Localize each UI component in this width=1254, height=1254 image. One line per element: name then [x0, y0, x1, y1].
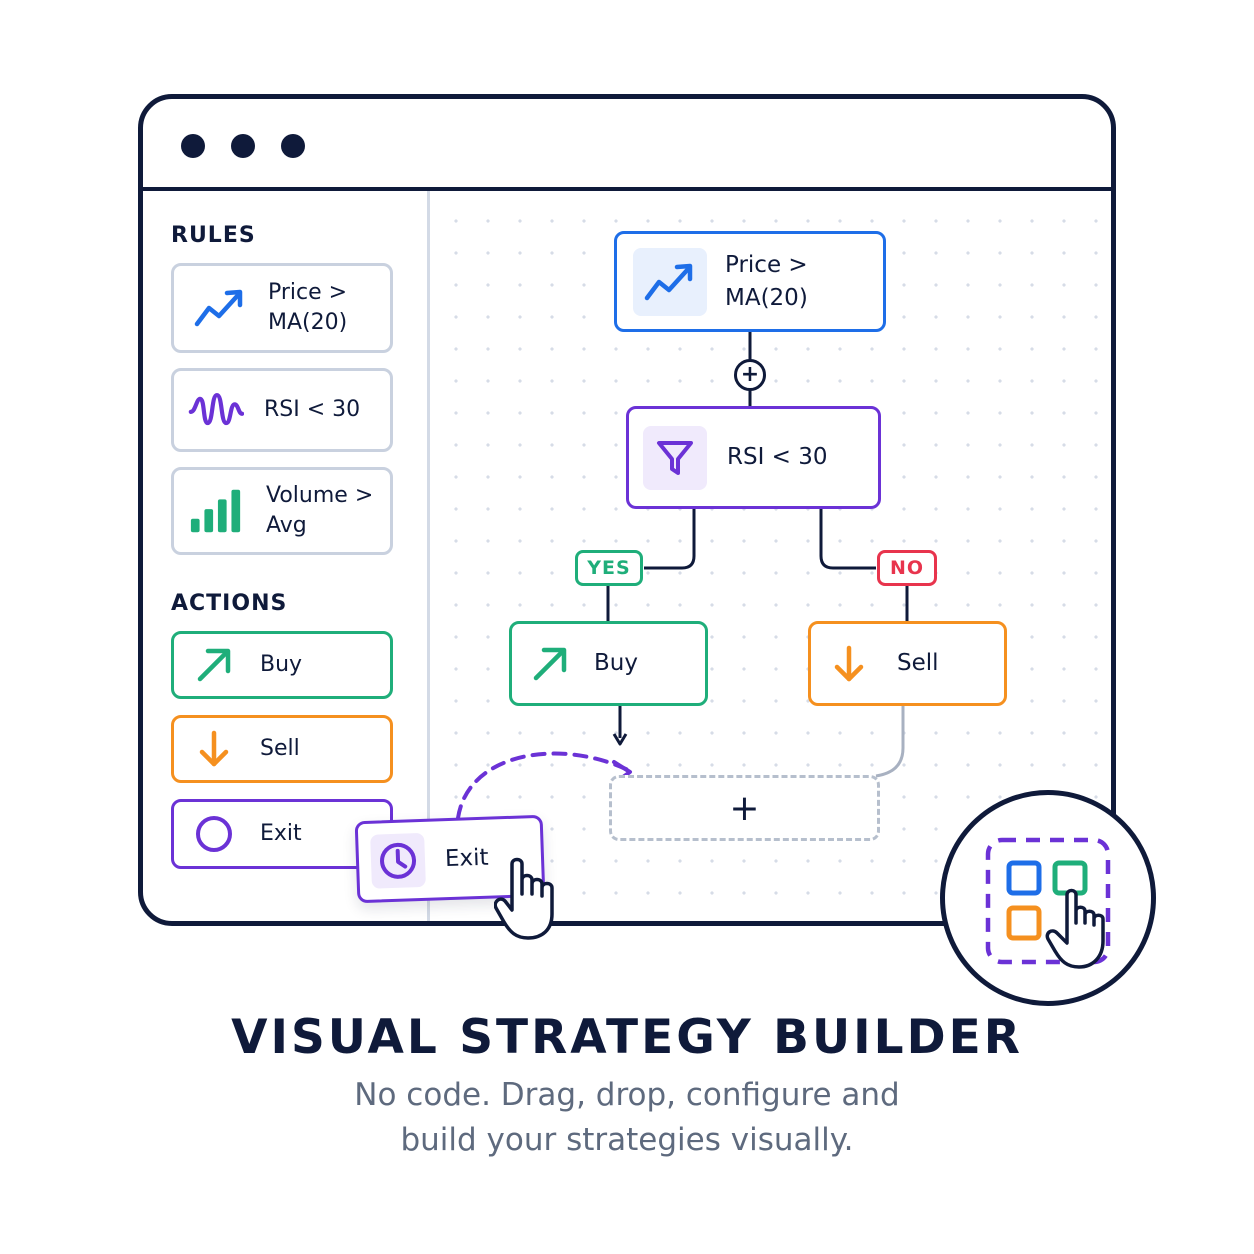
action-card-sell[interactable]: Sell: [171, 715, 393, 783]
rule-card-price-ma[interactable]: Price > MA(20): [171, 263, 393, 353]
rules-section-title: RULES: [171, 223, 256, 248]
action-card-label: Exit: [260, 821, 302, 846]
actions-section-title: ACTIONS: [171, 591, 288, 616]
node-rsi[interactable]: RSI < 30: [626, 406, 881, 509]
clock-icon: [370, 832, 426, 889]
circle-icon: [186, 806, 242, 862]
window-dot-1[interactable]: [181, 134, 205, 158]
window-dot-3[interactable]: [281, 134, 305, 158]
node-sell[interactable]: Sell: [808, 621, 1007, 706]
no-badge: NO: [877, 550, 937, 586]
page-subtitle: No code. Drag, drop, configure and build…: [354, 1077, 900, 1158]
bar-chart-icon: [188, 483, 244, 539]
rule-card-label: RSI < 30: [264, 397, 361, 422]
rule-card-rsi[interactable]: RSI < 30: [171, 368, 393, 452]
title-bar: [143, 99, 1111, 191]
rule-card-label: Volume > Avg: [266, 483, 374, 538]
node-label: RSI < 30: [727, 444, 828, 470]
filter-icon: [643, 425, 707, 490]
dragging-exit-card[interactable]: Exit: [354, 814, 546, 904]
window-dot-2[interactable]: [231, 134, 255, 158]
hand-cursor-icon: [494, 856, 574, 946]
arrow-up-right-icon: [186, 637, 242, 693]
arrow-down-icon: [186, 721, 242, 777]
node-label: Buy: [594, 650, 638, 676]
sidebar: RULES Price > MA(20) RSI < 30 Volume > A…: [143, 191, 430, 921]
app-grid-icon: [985, 837, 1111, 969]
yes-badge: YES: [575, 550, 643, 586]
arrow-up-right-icon: [530, 644, 570, 684]
node-buy[interactable]: Buy: [509, 621, 708, 706]
add-node-dropzone[interactable]: +: [609, 775, 880, 841]
page-heading: VISUAL STRATEGY BUILDER: [231, 1010, 1023, 1065]
wave-icon: [188, 382, 244, 438]
rule-card-volume[interactable]: Volume > Avg: [171, 467, 393, 555]
trend-up-icon: [192, 280, 248, 336]
node-label: Sell: [897, 650, 939, 676]
trend-up-icon: [633, 247, 707, 316]
dragging-card-label: Exit: [444, 844, 489, 873]
connector-add-button[interactable]: +: [734, 359, 766, 391]
rule-card-label: Price > MA(20): [268, 280, 348, 335]
action-card-label: Sell: [260, 736, 300, 761]
action-card-buy[interactable]: Buy: [171, 631, 393, 699]
action-card-label: Buy: [260, 652, 303, 677]
node-price-ma[interactable]: Price > MA(20): [614, 231, 886, 332]
drag-drop-badge: [940, 790, 1156, 1006]
arrow-down-icon: [829, 644, 869, 684]
node-label: Price > MA(20): [725, 251, 808, 311]
